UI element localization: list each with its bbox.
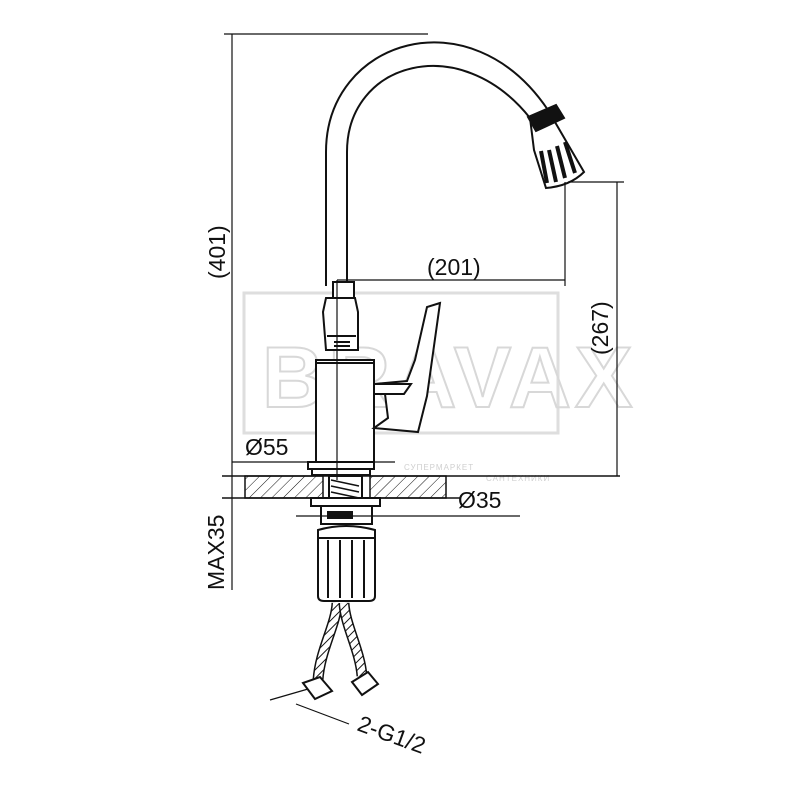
hose-nut-right [350, 670, 380, 697]
dim-reach-label: (201) [427, 254, 481, 280]
lock-nut-slot [327, 511, 353, 519]
dim-total-height-label: (401) [204, 225, 230, 279]
fixing-sleeve [317, 525, 376, 602]
dim-hole-diameter-label: Ø35 [458, 487, 501, 513]
dim-max-thickness-label: MAX35 [203, 515, 229, 590]
dim-spout-height-label: (267) [587, 301, 613, 355]
fixing-sleeve-ribs [327, 540, 365, 598]
spout-connector [332, 281, 355, 299]
spout-inner-contour [346, 65, 531, 286]
dim-base-diameter-label: Ø55 [245, 434, 288, 460]
dimension-lines [224, 33, 624, 725]
watermark-subtitle-right: САНТЕХНИКИ [486, 474, 550, 483]
mixer-body [315, 359, 375, 463]
spout-outer-contour [325, 41, 549, 286]
watermark-subtitle-left: СУПЕРМАРКЕТ [404, 463, 474, 472]
watermark-frame [242, 291, 560, 435]
countertop-left-section [244, 475, 324, 499]
base-gasket [311, 468, 371, 476]
dim-hose-ext [269, 688, 309, 701]
aerator-slots [539, 141, 577, 184]
base-flange [307, 461, 375, 470]
aerator-band [526, 103, 566, 133]
watermark: BRAVAX СУПЕРМАРКЕТ САНТЕХНИКИ [242, 291, 633, 483]
hose-right-braid [340, 602, 366, 677]
countertop [222, 475, 620, 499]
hose-left-braid [314, 602, 341, 681]
lock-washer [310, 497, 381, 507]
dim-hose-line [295, 703, 350, 725]
hose-nut-left [301, 675, 334, 701]
dim-hose-label: 2-G1/2 [354, 710, 429, 758]
faucet [301, 41, 586, 701]
lever-cartridge [374, 383, 413, 395]
countertop-right-section [369, 475, 447, 499]
